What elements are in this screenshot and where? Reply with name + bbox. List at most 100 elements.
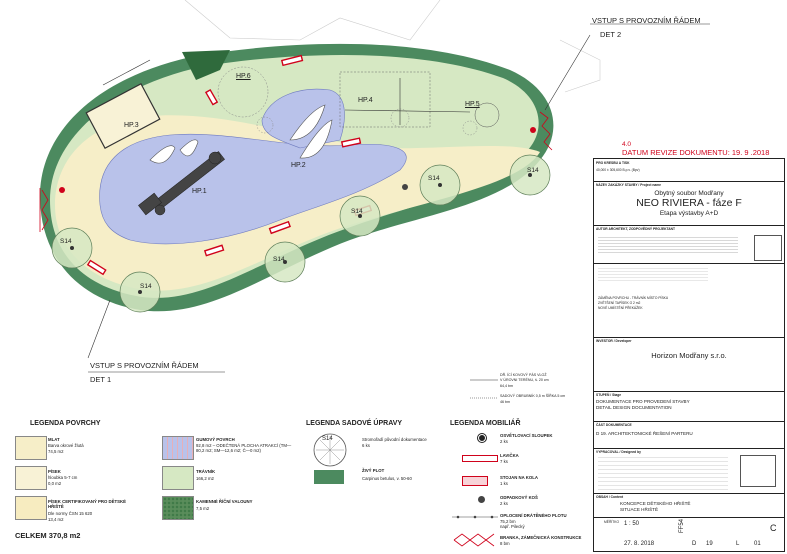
tree-label: S14 — [273, 256, 285, 263]
tb-project-line1: Obytný soubor Modřany — [654, 190, 724, 197]
tb-caption-part: ČÁST DOKUMENTACE — [596, 423, 632, 427]
entrance-2-label: VSTUP S PROVOZNÍM ŘÁDEM — [592, 16, 701, 25]
furniture-extra: např. Pilecký — [500, 524, 525, 529]
zone-label-hp2: HP.2 — [291, 162, 306, 169]
hedge-legend-desc: Carpinus betulus, v. 50-60 — [362, 476, 412, 481]
company-logo — [740, 455, 776, 487]
surface-area: 166,2 m2 — [196, 476, 214, 481]
tree-legend-count: 6 ks — [362, 443, 370, 448]
surface-area: 13,4 m2 — [48, 517, 64, 522]
zone-label-hp1: HP.1 — [192, 188, 207, 195]
tb-code-sheet: 01 — [754, 541, 761, 547]
tb-caption-project: NÁZEV ZAKÁZKY STAVBY / Project name — [596, 183, 661, 187]
furniture-name: STOJAN NA KOLA — [500, 475, 538, 480]
furniture-count: 8 bm — [500, 541, 510, 546]
tb-caption-design: PRO KRESBU A TISK — [596, 161, 630, 165]
tb-drawing-line2: SITUACE HŘIŠTĚ — [620, 507, 659, 512]
entrance-1-label: VSTUP S PROVOZNÍM ŘÁDEM — [90, 361, 199, 370]
surface-name: PÍSEK CERTIFIKOVANÝ PRO DĚTSKÉ HŘIŠTĚ — [48, 499, 126, 509]
tb-header-small: 40,000 ± 305,600 B.p.v. (Bpv) — [596, 168, 640, 172]
tb-caption-investor: INVESTOR / Developer — [596, 339, 632, 343]
tb-revision-note: ZVĚTŠENÍ TAPÍSEK O 2 m2 — [598, 301, 641, 305]
waste-bin-icon — [478, 496, 485, 503]
furniture-count: 2 ks — [500, 439, 508, 444]
legend-surface-title: LEGENDA POVRCHY — [30, 420, 101, 427]
zone-label-hp6: HP.6 — [236, 73, 251, 80]
swatch-cert-sand — [15, 496, 47, 520]
tree-label: S14 — [527, 167, 539, 174]
leaf-sculptures — [149, 104, 333, 164]
tb-revision-note: ZÁMĚNA POVRCHU - TRÁVNÍK MÍSTO PÍSKU — [598, 296, 669, 300]
lamp-icon — [477, 433, 487, 443]
surface-name: PÍSEK — [48, 469, 61, 474]
furniture-name: OPLOCENÍ DRÁTĚNÉHO PLOTU — [500, 513, 567, 518]
tb-scale: 1 : 50 — [624, 521, 640, 527]
tree-trunk — [528, 173, 532, 177]
tb-caption-drawn: VYPRACOVAL / Designed by — [596, 450, 641, 454]
surface-name: GUMOVÝ POVRCH — [196, 437, 235, 442]
tb-caption-stage: STUPEŇ / Stage — [596, 393, 622, 397]
zone-label-hp3: HP.3 — [124, 122, 139, 129]
tb-notes-block — [598, 267, 708, 283]
tree-label: S14 — [428, 175, 440, 182]
background-path-outline — [559, 39, 601, 93]
hp5-area — [474, 102, 500, 128]
tree-label: S14 — [351, 208, 363, 215]
furniture-name: LAVIČKA — [500, 453, 519, 458]
gate-icon — [453, 533, 495, 547]
tb-stage-line2: DETAIL DESIGN DOCUMENTATION — [596, 405, 672, 410]
tree-symbol-icon — [313, 433, 347, 467]
hp3-sandbox — [85, 82, 161, 150]
furniture-count: 2 ks — [500, 501, 508, 506]
surface-name: MLAT — [48, 437, 60, 442]
tb-code-num: 19 — [706, 541, 713, 547]
hp1-play-structure — [138, 151, 225, 216]
tb-date: 27. 8. 2018 — [624, 541, 655, 547]
tree-trunk — [283, 260, 287, 264]
furniture-name: OSVĚTLOVACÍ SLOUPEK — [500, 433, 553, 438]
gate-2 — [539, 111, 553, 151]
tb-revision-note: NOVÉ UMÍSTĚNÍ PŘEKÁŽEK — [598, 306, 643, 310]
tree-trunk — [358, 214, 362, 218]
tb-drawing-line1: KONCEPCE DĚTSKÉHO HŘIŠTĚ — [620, 501, 691, 506]
legend-planting-title: LEGENDA SADOVÉ ÚPRAVY — [306, 420, 403, 427]
hedge-swatch — [314, 470, 344, 484]
surface-desc: Dle normy ČSN 15 620 — [48, 511, 93, 516]
tb-architect-contacts — [598, 235, 738, 255]
tb-caption-architect: AUTOR ARCHITEKT, ZODPOVĚDNÝ PROJEKTANT — [596, 227, 676, 231]
surface-desc: Barva okrové žlutá — [48, 443, 84, 448]
revision-date: DATUM REVIZE DOKUMENTU: 19. 9 .2018 — [622, 148, 770, 157]
swatch-sand — [15, 466, 47, 490]
tb-signatures — [598, 457, 728, 493]
tree-trunk — [138, 290, 142, 294]
hp6-area — [217, 66, 269, 118]
bench-icon — [462, 455, 498, 462]
tb-project-stage: Etapa výstavby A+D — [659, 210, 719, 217]
tb-code-l: L — [736, 541, 740, 547]
tree-legend-code: S14 — [322, 436, 333, 442]
architect-logo — [754, 235, 782, 261]
tb-code-rev: C — [770, 523, 777, 533]
entrance-1-leader — [87, 299, 111, 359]
swatch-rubber — [162, 436, 194, 460]
legend-furniture-title: LEGENDA MOBILIÁŘ — [450, 420, 521, 427]
furniture-name: ODPADKOVÝ KOŠ — [500, 495, 538, 500]
surface-name: TRÁVNÍK — [196, 469, 216, 474]
entrance-2-detail: DET 2 — [600, 30, 622, 39]
background-road-outline — [184, 0, 441, 41]
surface-area: 74,5 m2 — [48, 449, 64, 454]
surface-name: KAMENNÉ ŘÍČNÍ VALOUNY — [196, 499, 253, 504]
swatch-lawn — [162, 466, 194, 490]
surface-area: 0,0 m2 — [48, 481, 62, 486]
tb-part: D 19. ARCHITEKTONICKÉ ŘEŠENÍ PARTERU — [596, 431, 693, 436]
lamp-posts — [59, 127, 536, 193]
border-note-2: V ÚROVNI TERÉNU, š. 20 cm — [500, 378, 549, 382]
border-note-3: 64,4 bm — [500, 384, 513, 388]
tree-legend-desc: Stromořadí původní dokumentace — [362, 437, 427, 442]
tb-investor: Horizon Modřany s.r.o. — [651, 351, 727, 360]
tb-caption-name: OBSAH / Content — [596, 495, 624, 499]
tree-label: S14 — [60, 238, 72, 245]
tb-project-name: NEO RIVIERA - fáze F — [636, 197, 742, 209]
revision-number: 4.0 — [622, 141, 632, 148]
